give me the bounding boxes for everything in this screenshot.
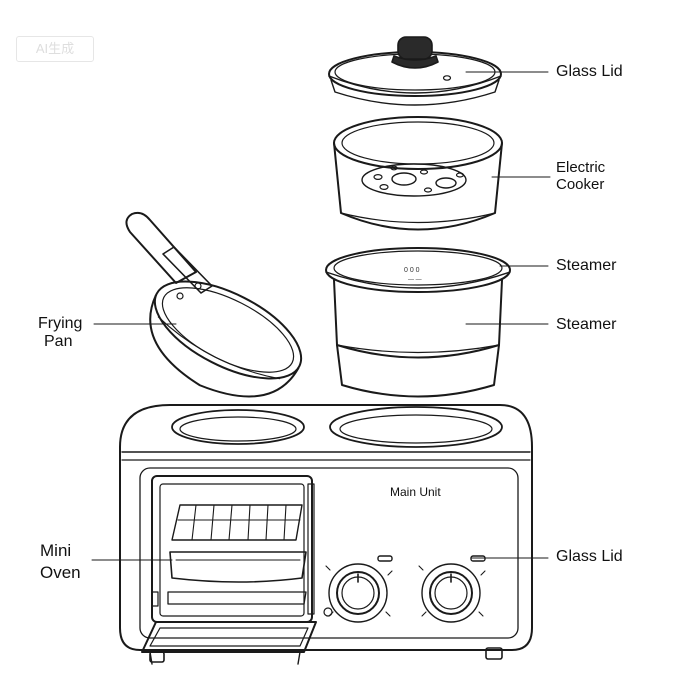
burner-left: [171, 409, 305, 445]
svg-text:— —: — —: [408, 277, 422, 283]
lid-knob: [391, 36, 439, 69]
frying-pan: [125, 211, 303, 398]
label-steamer-body: Steamer: [556, 316, 617, 333]
label-frying-pan-line2: Pan: [44, 333, 73, 350]
control-knob-left: [325, 563, 393, 623]
steamer: 0 0 0 — —: [325, 247, 511, 398]
label-mini-oven-line1: Mini: [40, 541, 72, 560]
ai-generated-watermark: AI生成: [16, 36, 94, 62]
label-electric-cooker-line2: Cooker: [556, 176, 605, 193]
label-main-unit: Main Unit: [390, 485, 441, 499]
oven-door: [141, 621, 317, 665]
mini-oven: [151, 475, 315, 623]
label-frying-pan-line1: Frying: [38, 315, 83, 332]
main-unit-body: [119, 404, 533, 663]
indicator-lights: [377, 555, 486, 562]
burner-right: [329, 406, 503, 448]
svg-text:0 0 0: 0 0 0: [404, 267, 420, 274]
leader-lines: [91, 71, 551, 561]
electric-cooker: [333, 116, 503, 231]
label-steamer-rim: Steamer: [556, 257, 617, 274]
power-button-icon: [323, 607, 333, 617]
control-knob-right: [418, 563, 486, 623]
label-glass-lid-unit: Glass Lid: [556, 548, 623, 565]
label-electric-cooker-line1: Electric: [556, 159, 606, 176]
label-glass-lid-top: Glass Lid: [556, 63, 623, 80]
label-mini-oven-line2: Oven: [40, 563, 81, 582]
